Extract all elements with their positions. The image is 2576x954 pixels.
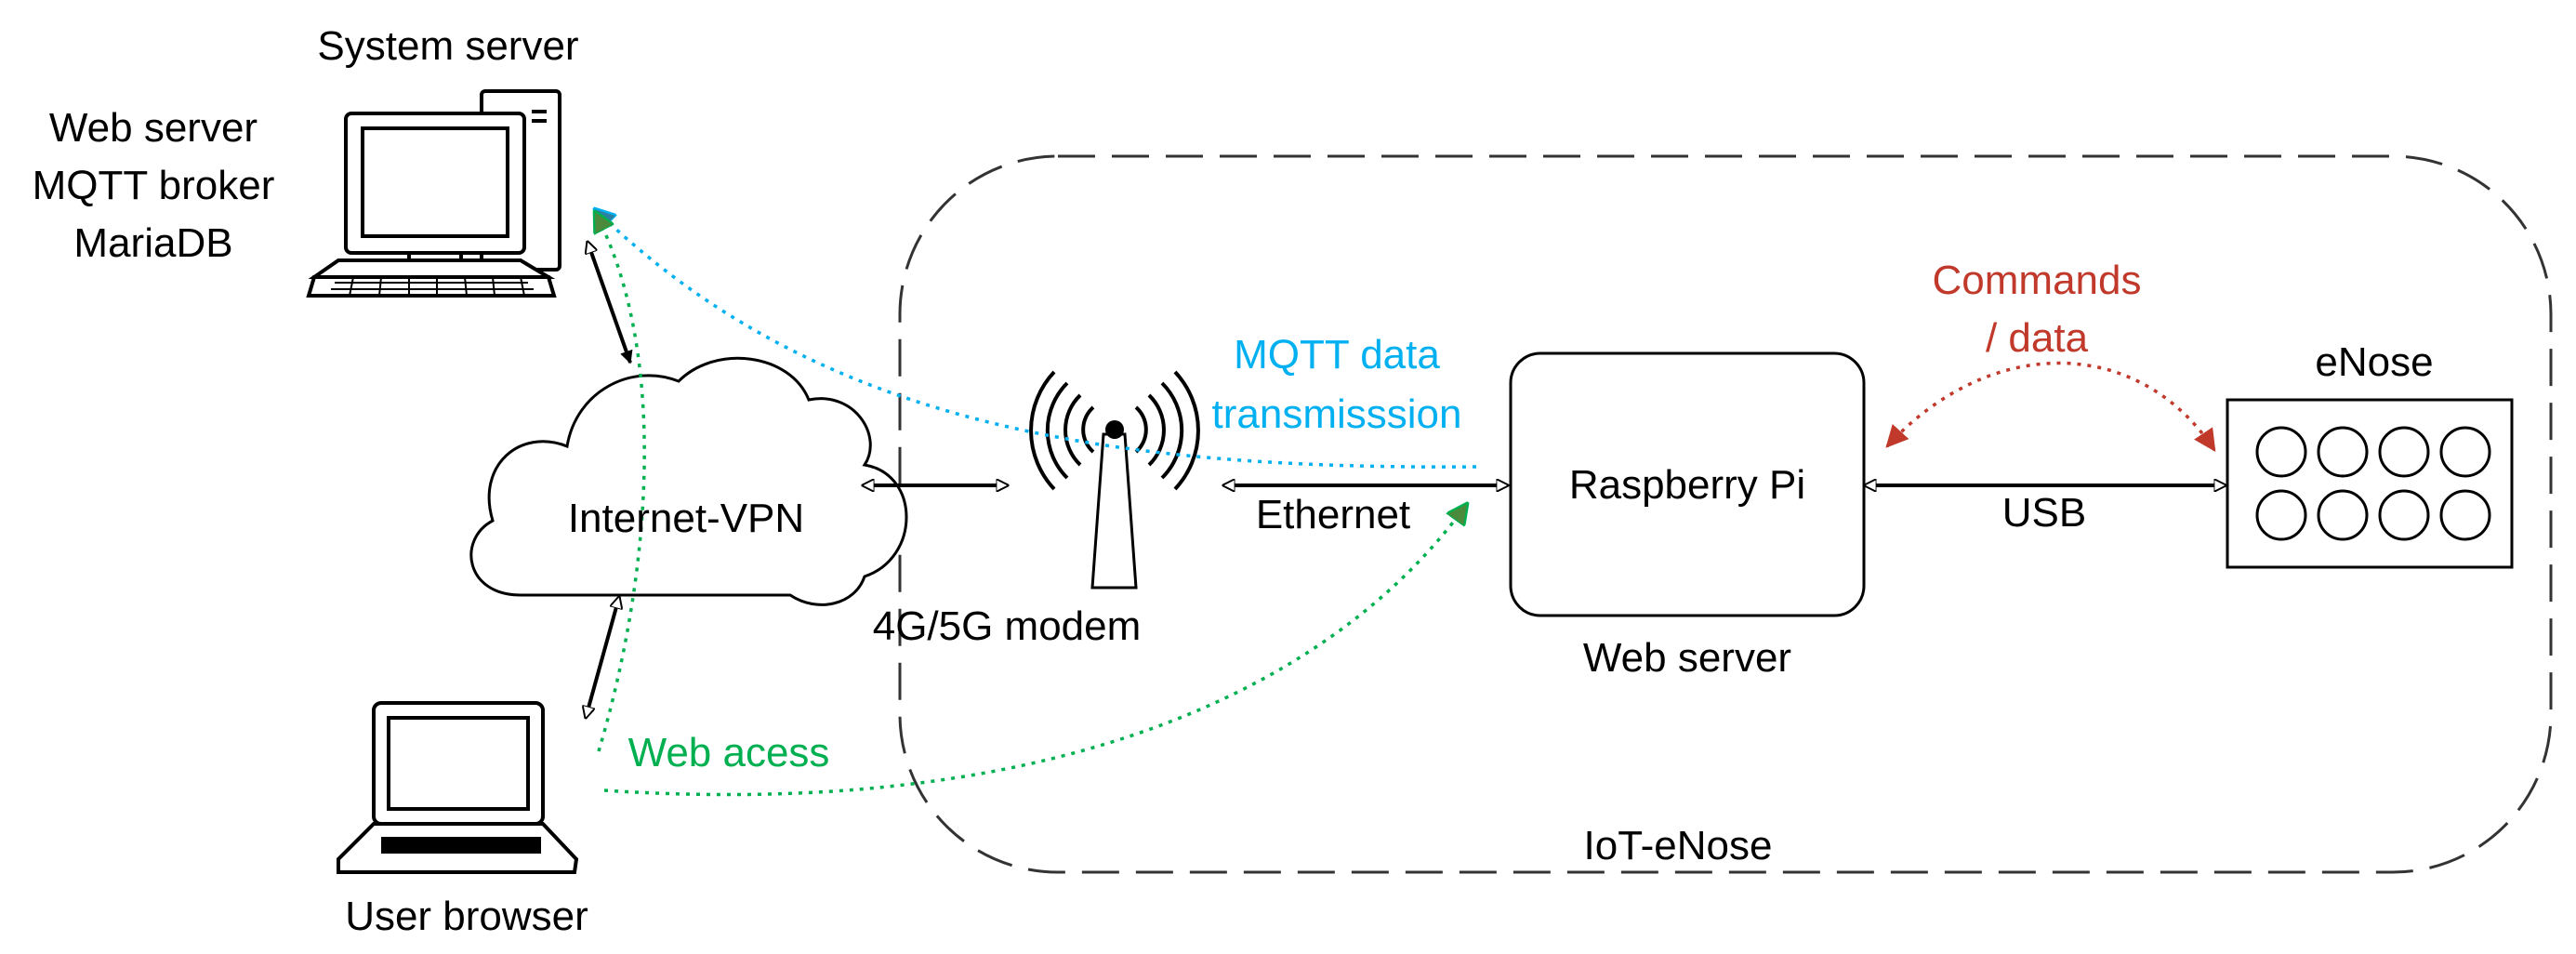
commands-data-flow bbox=[1885, 361, 2216, 453]
iot-enose-label: IoT-eNose bbox=[1584, 823, 1773, 868]
cloud-browser-link bbox=[586, 597, 619, 718]
mqtt-broker-label: MQTT broker bbox=[33, 163, 275, 208]
ethernet-label: Ethernet bbox=[1256, 492, 1410, 537]
user-browser-label: User browser bbox=[345, 894, 588, 939]
desktop-computer-icon bbox=[306, 89, 561, 298]
antenna-tower-icon bbox=[1029, 370, 1200, 590]
mqtt-data-flow bbox=[595, 209, 1477, 469]
internet-vpn-label: Internet-VPN bbox=[568, 496, 804, 541]
cloud-icon bbox=[469, 356, 908, 606]
web-access-flow bbox=[603, 504, 1467, 797]
server-web-server-label: Web server bbox=[49, 105, 258, 151]
usb-label: USB bbox=[2002, 490, 2086, 536]
web-access-label: Web acess bbox=[628, 730, 830, 775]
system-server-label: System server bbox=[317, 23, 578, 69]
server-cloud-link bbox=[588, 242, 630, 363]
enose-label: eNose bbox=[2315, 339, 2433, 385]
mqtt-transmission-label: transmisssion bbox=[1212, 391, 1462, 437]
laptop-icon bbox=[337, 701, 579, 874]
commands-label: Commands bbox=[1933, 258, 2142, 303]
enose-device bbox=[2226, 398, 2514, 569]
connection-lines bbox=[586, 242, 2226, 718]
data-label: / data bbox=[1986, 315, 2089, 361]
web-access-server-flow bbox=[595, 212, 646, 752]
raspberry-pi-label: Raspberry Pi bbox=[1569, 462, 1805, 508]
mqtt-data-label: MQTT data bbox=[1234, 332, 1440, 378]
pi-web-server-label: Web server bbox=[1583, 635, 1791, 681]
modem-label: 4G/5G modem bbox=[873, 603, 1142, 649]
mariadb-label: MariaDB bbox=[73, 220, 232, 266]
